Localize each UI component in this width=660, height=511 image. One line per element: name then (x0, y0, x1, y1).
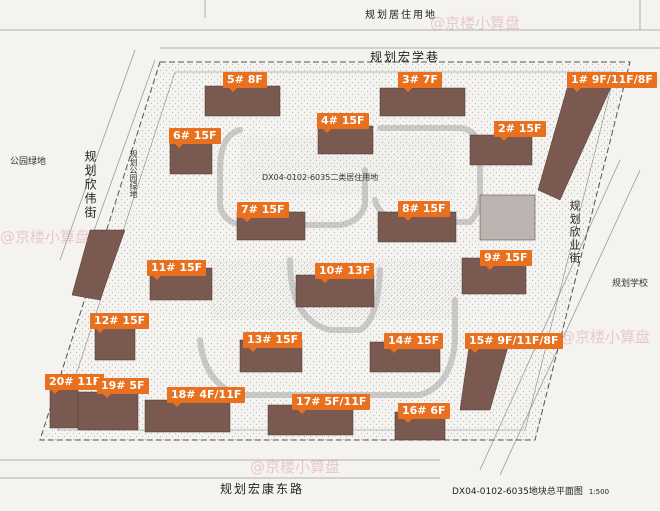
building-tag-3: 3# 7F (398, 72, 442, 92)
label-park: 公园绿地 (10, 157, 47, 167)
building-tag-1: 1# 9F/11F/8F (567, 72, 657, 92)
label-residential-land: 规划居住用地 (365, 10, 437, 21)
watermark: @京楼小算盘 (250, 458, 341, 476)
building-tag-16: 16# 6F (398, 403, 450, 423)
watermark: @京楼小算盘 (560, 328, 651, 346)
building-tag-13: 13# 15F (243, 332, 303, 352)
building-tag-9: 9# 15F (480, 250, 532, 270)
building-tag-20: 20# 11F (45, 374, 105, 394)
building-tag-11: 11# 15F (147, 260, 207, 280)
label-park-inner: 规划公园绿地 (129, 150, 138, 198)
building-tag-4: 4# 15F (317, 113, 369, 133)
watermark: @京楼小算盘 (0, 228, 91, 246)
label-road-left: 规划欣伟街 (83, 150, 97, 220)
drawing-scale: 1:500 (588, 488, 610, 496)
building-tag-7: 7# 15F (237, 202, 289, 222)
buildings (49, 84, 613, 441)
label-road-bottom: 规划宏康东路 (220, 482, 305, 496)
label-road-right: 规划欣业街 (568, 200, 581, 265)
watermark: @京楼小算盘 (430, 14, 521, 32)
building-tag-17: 17# 5F/11F (292, 394, 371, 414)
label-road-top: 规划宏学巷 (370, 50, 441, 64)
building-tag-6: 6# 15F (169, 128, 221, 148)
label-site-code: DX04-0102-6035二类居住用地 (262, 173, 379, 182)
drawing-title-text: DX04-0102-6035地块总平面图 (452, 487, 583, 497)
building-tag-14: 14# 15F (384, 333, 444, 353)
label-school: 规划学校 (612, 279, 649, 289)
building-tag-18: 18# 4F/11F (167, 387, 246, 407)
building-tag-8: 8# 15F (398, 201, 450, 221)
building-tag-2: 2# 15F (494, 121, 546, 141)
drawing-title: DX04-0102-6035地块总平面图 1:500 (452, 484, 609, 497)
building-tag-19: 19# 5F (97, 378, 149, 398)
building-tag-12: 12# 15F (90, 313, 150, 333)
building-tag-15: 15# 9F/11F/8F (465, 333, 563, 353)
building-tag-10: 10# 13F (315, 263, 375, 283)
building-tag-5: 5# 8F (223, 72, 267, 92)
